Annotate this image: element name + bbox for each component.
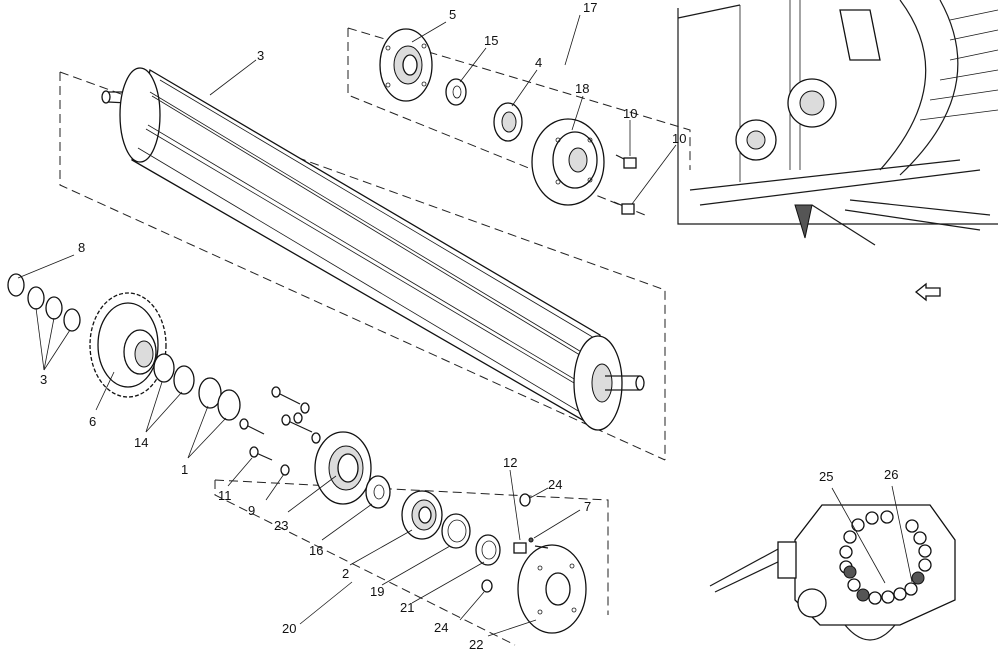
part-label-11: 11	[218, 488, 232, 503]
part-label-19: 19	[370, 584, 384, 599]
direction-arrow-icon	[914, 282, 941, 302]
part-label-9: 9	[248, 503, 255, 518]
nut-24-upper	[519, 493, 531, 507]
part-label-16: 16	[309, 543, 323, 558]
part-label-21: 21	[400, 600, 414, 615]
part-label-14: 14	[134, 435, 148, 450]
rings-14	[153, 353, 195, 395]
part-label-3: 3	[257, 48, 264, 63]
part-label-25: 25	[819, 469, 833, 484]
part-label-6: 6	[89, 414, 96, 429]
bearing-4	[493, 102, 523, 142]
part-label-1: 1	[181, 462, 188, 477]
bearing-flange-5	[379, 28, 433, 102]
rings-1	[198, 377, 241, 421]
ring-19	[441, 513, 471, 549]
part-label-20: 20	[282, 621, 296, 636]
fitting-12	[513, 537, 534, 554]
ring-21	[475, 534, 501, 566]
part-label-24: 24	[434, 620, 448, 635]
part-label-15: 15	[484, 33, 498, 48]
housing-22	[517, 544, 587, 634]
part-label-2: 2	[342, 566, 349, 581]
flange-23	[314, 431, 372, 505]
nuts-9	[280, 402, 321, 476]
part-label-23: 23	[274, 518, 288, 533]
part-label-4: 4	[535, 55, 542, 70]
washer-16	[365, 475, 391, 509]
inset-machine-view	[677, 0, 999, 246]
bolts-11	[239, 386, 313, 461]
part-label-18: 18	[575, 81, 589, 96]
part-labels: 3 5 17 15 4 18 10 10 8 3 6 14 1 11 9 23 …	[40, 0, 898, 652]
flange-18	[531, 118, 605, 206]
part-label-5: 5	[449, 7, 456, 22]
part-label-7: 7	[584, 499, 591, 514]
inset-baler-view	[709, 485, 956, 641]
bearing-2	[401, 490, 443, 540]
part-label-10: 10	[623, 106, 637, 121]
part-label-17: 17	[583, 0, 597, 15]
roller-drum	[101, 67, 645, 432]
nut-24-lower	[481, 579, 493, 593]
part-label-10: 10	[672, 131, 686, 146]
snap-rings-8	[7, 273, 81, 332]
washer-15	[445, 78, 467, 106]
part-label-24: 24	[548, 477, 562, 492]
sprocket-6	[89, 292, 167, 398]
part-label-3: 3	[40, 372, 47, 387]
part-label-22: 22	[469, 637, 483, 652]
bolts-10	[613, 154, 637, 215]
part-label-26: 26	[884, 467, 898, 482]
part-label-8: 8	[78, 240, 85, 255]
leader-lines	[17, 14, 677, 637]
part-label-12: 12	[503, 455, 517, 470]
